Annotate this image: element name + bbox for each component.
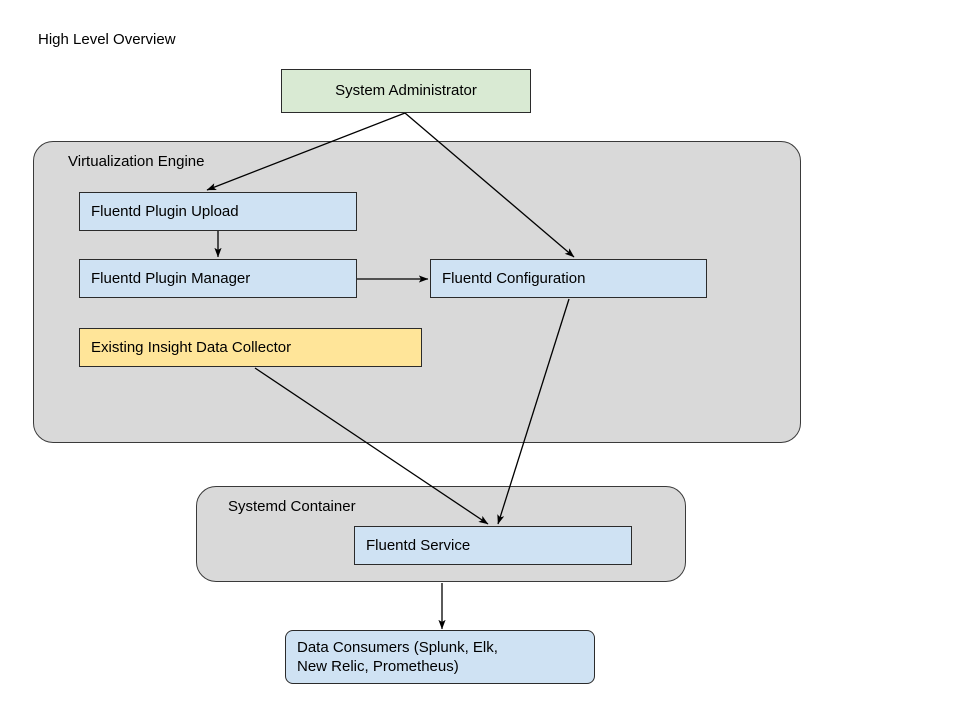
node-label-system-administrator: System Administrator <box>335 82 477 100</box>
node-label-fluentd-configuration: Fluentd Configuration <box>442 269 586 287</box>
node-fluentd-plugin-upload[interactable]: Fluentd Plugin Upload <box>79 192 357 231</box>
node-label-fluentd-service: Fluentd Service <box>366 536 471 554</box>
node-label-existing-insight-data-collector: Existing Insight Data Collector <box>91 338 292 356</box>
node-fluentd-plugin-manager[interactable]: Fluentd Plugin Manager <box>79 259 357 298</box>
group-label-systemd-container: Systemd Container <box>228 498 356 515</box>
group-label-virtualization-engine: Virtualization Engine <box>68 153 205 170</box>
node-existing-insight-data-collector[interactable]: Existing Insight Data Collector <box>79 328 422 367</box>
node-data-consumers[interactable]: Data Consumers (Splunk, Elk, New Relic, … <box>285 630 595 684</box>
node-fluentd-service[interactable]: Fluentd Service <box>354 526 632 565</box>
node-label-data-consumers-line-1: Data Consumers (Splunk, Elk, <box>297 639 498 656</box>
node-label-fluentd-plugin-manager: Fluentd Plugin Manager <box>91 269 251 287</box>
node-system-administrator[interactable]: System Administrator <box>281 69 531 113</box>
diagram-title: High Level Overview <box>38 31 176 48</box>
node-fluentd-configuration[interactable]: Fluentd Configuration <box>430 259 707 298</box>
node-label-data-consumers-line-2: New Relic, Prometheus) <box>297 658 459 676</box>
node-label-fluentd-plugin-upload: Fluentd Plugin Upload <box>91 202 239 220</box>
